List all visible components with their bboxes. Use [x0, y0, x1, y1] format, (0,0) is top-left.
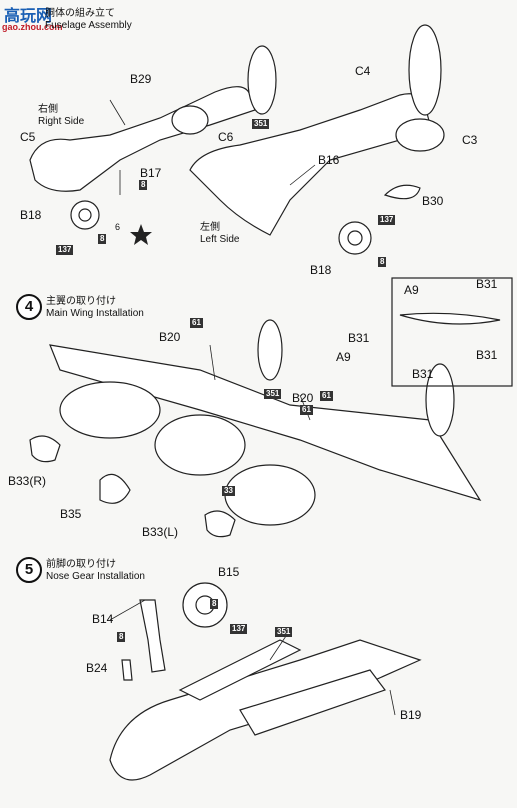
left-side-jp: 左側	[200, 222, 220, 233]
spinner-b35	[99, 473, 131, 504]
step3-title-jp: 胴体の組み立て	[45, 8, 115, 19]
star-emblem	[130, 224, 152, 245]
label-b31-detail-bottom: B31	[476, 348, 498, 362]
label-b30: B30	[422, 194, 444, 208]
paint-code-351: 351	[252, 119, 270, 129]
left-side-label: 左側 Left Side	[200, 222, 239, 246]
paint-code-137: 137	[56, 245, 74, 255]
label-b31-right: B31	[412, 367, 434, 381]
label-b29: B29	[130, 72, 152, 86]
step4-title-en: Main Wing Installation	[46, 308, 144, 319]
label-b33l: B33(L)	[142, 525, 179, 539]
label-c3: C3	[462, 133, 478, 147]
paint-code-137: 137	[230, 624, 248, 634]
step3-title-en: Fuselage Assembly	[45, 20, 132, 31]
paint-code-8: 8	[117, 632, 126, 642]
label-b35: B35	[60, 507, 82, 521]
center-nacelle	[154, 414, 246, 476]
cowl-b33r	[29, 435, 61, 463]
cowl-b33l	[204, 510, 236, 538]
label-c5: C5	[20, 130, 36, 144]
paint-code-8: 8	[210, 599, 219, 609]
paint-code-61: 61	[320, 391, 333, 401]
decal-number-6: 6	[115, 222, 121, 232]
step4-number: 4	[16, 294, 42, 320]
step5-title-jp: 前脚の取り付け	[46, 559, 116, 570]
paint-code-61: 61	[300, 405, 313, 415]
paint-code-33: 33	[222, 486, 235, 496]
right-boom-nacelle	[224, 464, 316, 526]
label-b33r: B33(R)	[8, 474, 47, 488]
step5-header: 前脚の取り付け Nose Gear Installation	[46, 559, 145, 583]
left-tail-fin	[408, 24, 442, 116]
label-b20-right: B20	[292, 391, 314, 405]
paint-code-8: 8	[98, 234, 107, 244]
part-b24	[121, 659, 133, 681]
paint-code-61: 61	[190, 318, 203, 328]
spinner-b30	[383, 184, 421, 200]
paint-code-351: 351	[275, 627, 293, 637]
label-b17: B17	[140, 166, 162, 180]
paint-code-137: 137	[378, 215, 396, 225]
strut-b14	[139, 599, 166, 673]
right-tail-fin	[247, 45, 277, 115]
left-side-en: Left Side	[200, 234, 240, 245]
label-c6: C6	[218, 130, 234, 144]
label-b18-right: B18	[20, 208, 42, 222]
canopy-frame	[178, 639, 302, 701]
label-a9-detail: A9	[404, 283, 419, 297]
label-b20-left: B20	[159, 330, 181, 344]
label-b19: B19	[400, 708, 422, 722]
paint-code-8: 8	[378, 257, 387, 267]
tail-fin-top	[257, 319, 283, 381]
label-b16: B16	[318, 153, 340, 167]
label-b15: B15	[218, 565, 240, 579]
label-c4: C4	[355, 64, 371, 78]
label-b24: B24	[86, 661, 108, 675]
paint-code-351: 351	[264, 389, 282, 399]
detail-box-a9	[391, 277, 513, 387]
watermark: 高玩网 gao.zhou.com	[0, 0, 85, 36]
step3-header: 胴体の組み立て Fuselage Assembly	[45, 8, 132, 32]
step4-header: 主翼の取り付け Main Wing Installation	[46, 296, 144, 320]
paint-code-8: 8	[139, 180, 148, 190]
label-b31-main: B31	[348, 331, 370, 345]
right-engine-nacelle	[171, 105, 209, 135]
watermark-url: gao.zhou.com	[2, 22, 63, 32]
right-side-en: Right Side	[38, 116, 85, 127]
boom-b19	[239, 669, 386, 736]
label-a9-main: A9	[336, 350, 351, 364]
step4-title-jp: 主翼の取り付け	[46, 296, 116, 307]
step5-number: 5	[16, 557, 42, 583]
right-side-label: 右側 Right Side	[38, 104, 84, 128]
label-b18-left: B18	[310, 263, 332, 277]
antenna-a9-detail	[399, 312, 501, 325]
watermark-main: 高玩网	[4, 8, 53, 25]
label-b14: B14	[92, 612, 114, 626]
right-side-jp: 右側	[38, 104, 58, 115]
left-engine-nacelle	[395, 118, 445, 152]
tail-fin-bottom	[425, 363, 455, 437]
step5-title-en: Nose Gear Installation	[46, 571, 145, 582]
left-boom-nacelle	[59, 381, 161, 439]
label-b31-detail-top: B31	[476, 277, 498, 291]
